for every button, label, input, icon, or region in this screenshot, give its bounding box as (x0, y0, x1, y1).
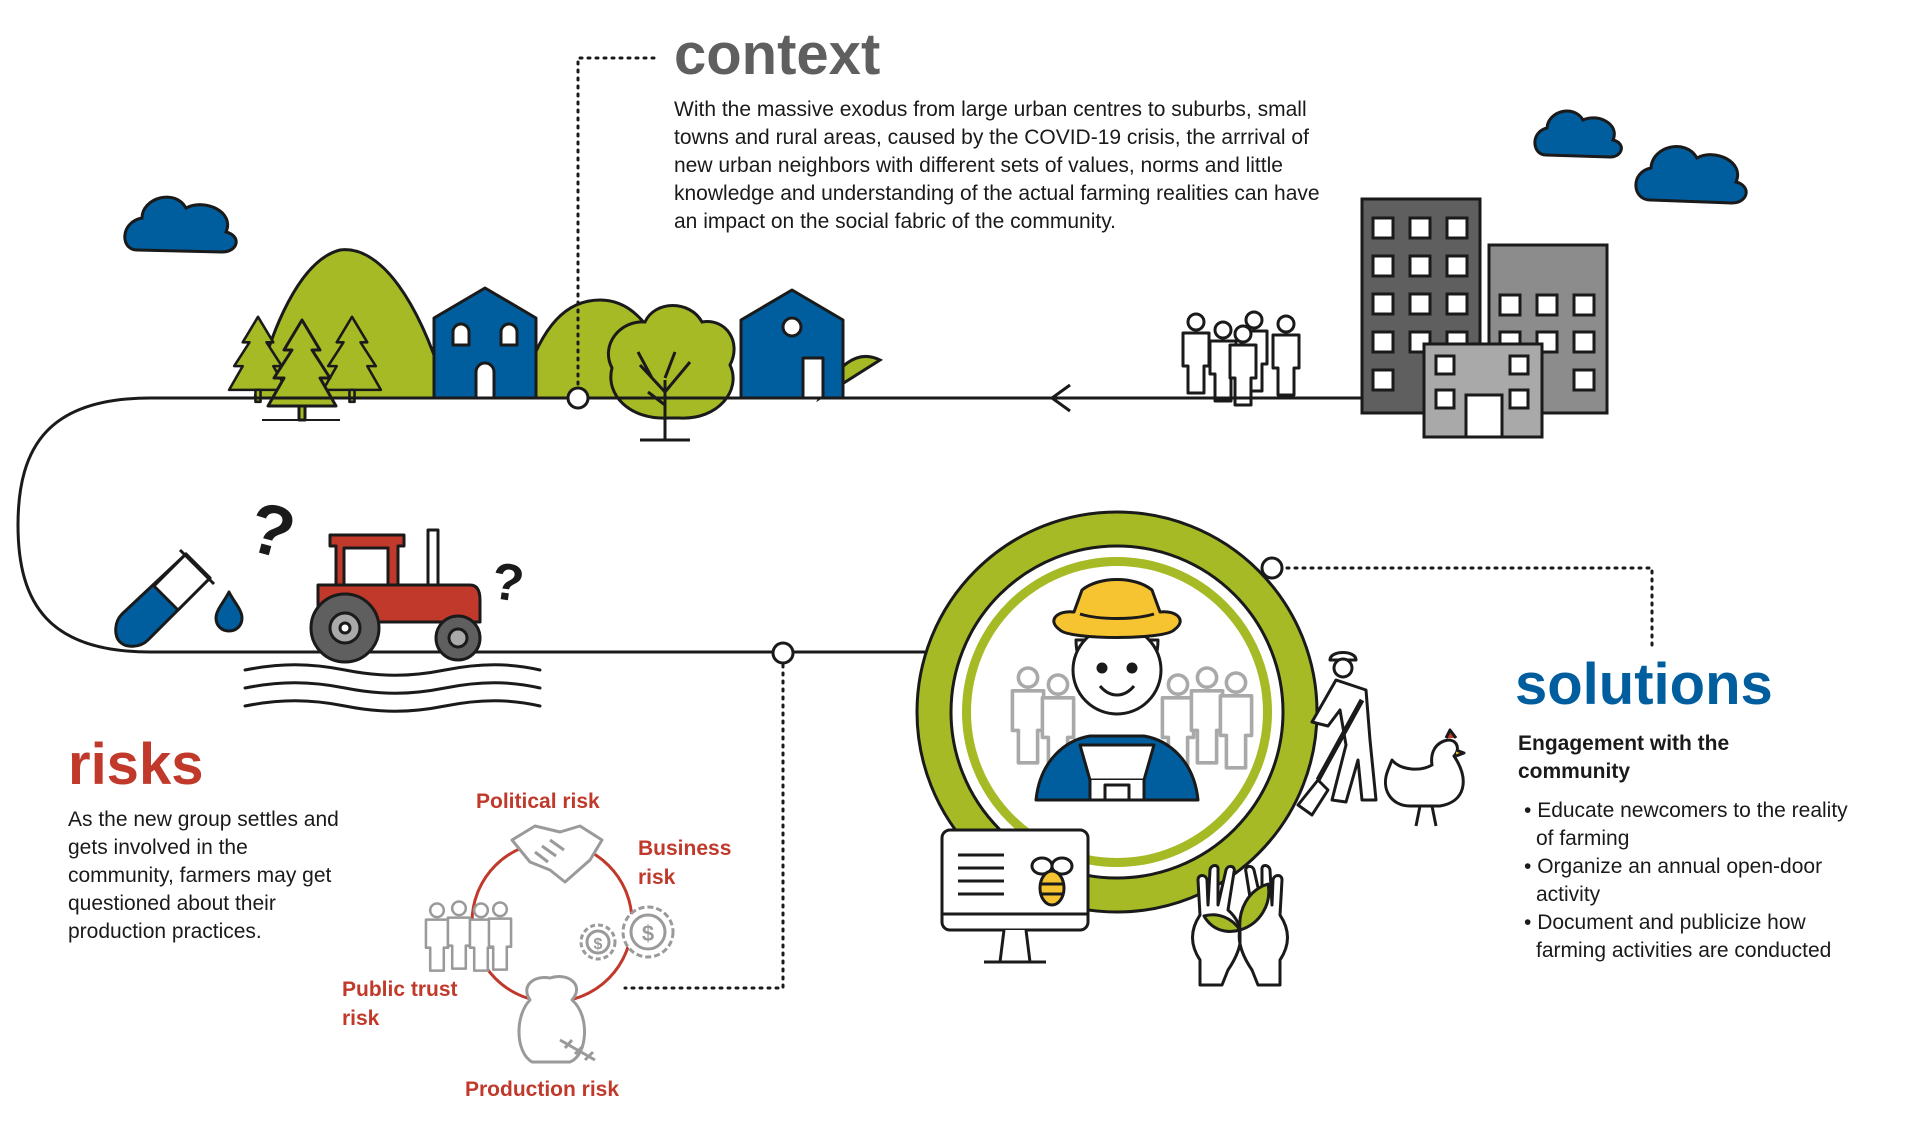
water-lines (243, 663, 542, 713)
question-mark-icon: ? (240, 487, 303, 576)
svg-text:$: $ (594, 936, 603, 953)
svg-text:?: ? (488, 552, 528, 614)
public-trust-risk-label: Public trust risk (342, 978, 458, 1030)
production-risk-label: Production risk (465, 1078, 620, 1101)
connector-node (566, 386, 1284, 665)
list-item: Document and publicize how farming activ… (1518, 909, 1863, 965)
monitor-bee-icon (940, 828, 1090, 964)
tree-icon (606, 304, 736, 442)
svg-text:$: $ (642, 921, 654, 946)
context-text: With the massive exodus from large urban… (674, 98, 1320, 233)
arrow-left-icon (1049, 383, 1071, 413)
grain-sack-icon (517, 975, 596, 1064)
cloud-icon (1533, 109, 1623, 159)
house-icon (739, 288, 845, 400)
solutions-subheading: Engagement with the community (1518, 732, 1730, 783)
building-icon (1360, 197, 1609, 439)
connector-lines (576, 56, 1654, 990)
test-tube-icon (114, 548, 244, 648)
solutions-list: Educate newcomers to the reality of farm… (1518, 797, 1863, 965)
farmer-icon (1034, 578, 1200, 802)
list-item: Educate newcomers to the reality of farm… (1518, 797, 1863, 853)
people-icon (424, 900, 513, 972)
shovel-worker-icon (1296, 651, 1378, 817)
cloud-icon (1634, 145, 1748, 205)
risks-text: As the new group settles and gets involv… (68, 808, 339, 943)
people-icon (1181, 310, 1301, 407)
gears-dollar-icon: $ $ (579, 905, 675, 961)
journey-path (16, 396, 1362, 654)
political-risk-label: Political risk (476, 790, 600, 813)
tree-icon (227, 315, 383, 422)
list-item: Organize an annual open-door activity (1518, 853, 1863, 909)
handshake-icon (510, 824, 604, 884)
solutions-heading: solutions (1515, 652, 1773, 717)
risks-heading: risks (68, 732, 204, 797)
hands-plant-icon (1191, 864, 1289, 987)
context-heading: context (674, 22, 881, 87)
cloud-icon (123, 195, 238, 254)
house-icon (432, 286, 538, 400)
svg-text:?: ? (240, 487, 303, 576)
business-risk-label: Business risk (638, 837, 732, 889)
tractor-icon (309, 528, 482, 664)
chicken-icon (1384, 728, 1466, 827)
question-mark-icon: ? (488, 552, 528, 614)
